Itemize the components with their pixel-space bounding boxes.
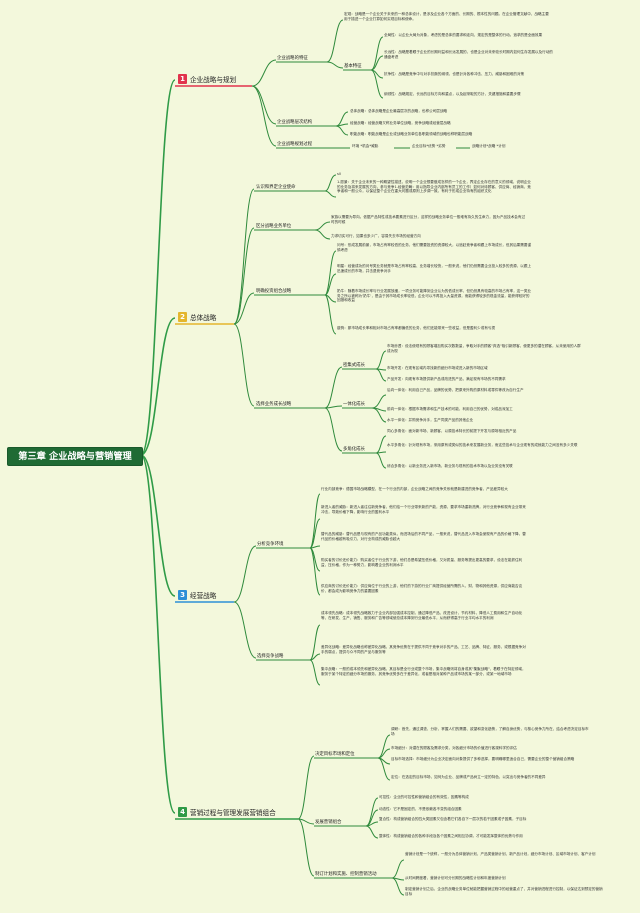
b1-level-corporate: 总体战略：总体战略是企业最高层次的战略，也称公司层战略 bbox=[350, 109, 448, 113]
b2-portfolio-question-mark: 问号：形成发展前景，市场占有率较低的业务，他们需要投资的资源较大，以追赶竞争者和… bbox=[337, 243, 532, 252]
b4-target-market-selection: 目标市场选择：市场细分为企业决定面向对象提供了多种选择，要明确哪里适合自己，需要… bbox=[391, 757, 575, 761]
b1-levels-node[interactable]: 企业战略层次结构 bbox=[277, 120, 313, 125]
b2-portfolio-node[interactable]: 明确投资组合战略 bbox=[256, 289, 292, 294]
b2-horizontal-integration: 水平一体化：并购竞争对手，生产同类产品的其他企业 bbox=[387, 418, 474, 422]
b3-substitutes: 替代品的威胁：替代品是与现有的产品功能类似，而进场后的不同产品，一般来说，替代品… bbox=[321, 532, 526, 541]
b3-supplier-power: 供应商的讨价还价能力：供应商位于行业的上游，他们的下游的行业厂商提供经营所需的人… bbox=[321, 584, 523, 593]
b3-strategy-node[interactable]: 选择竞争战略 bbox=[257, 654, 284, 659]
branch-2-node[interactable]: 2 总体战略 bbox=[178, 312, 216, 322]
b2-conglomerate-diversification: 综合多角化：以新业务进入新市场，新业务与现有的技术市场以及业务没有关联 bbox=[387, 464, 513, 468]
b1-feature-global: 全局性：以企业大局为对象，考虑的是总体的要求和走向，规定的是整体的行动。追求的是… bbox=[384, 33, 543, 37]
root-node[interactable]: 第三章 企业战略与营销管理 bbox=[7, 447, 143, 466]
b2-mission-note: sll bbox=[337, 172, 341, 176]
b2-portfolio-dog: 瘦狗：那市场成长率和相对市场占有率都偏低的业务，他们还能带来一些收益，但是盈利少… bbox=[337, 326, 496, 330]
b4-segmentation: 市场细分：对潜在的顾客及需求分类，对各细分市场的价值进行客观科学的评估 bbox=[391, 746, 517, 750]
b1-feature-competitive: 抗争性：战略是竞争中与对手抗衡的纲领，也是针对各种冲击、压力、威胁和困难的对策 bbox=[384, 72, 525, 76]
b2-integration-node[interactable]: 一体化成长 bbox=[343, 402, 365, 407]
b4-targeting-node[interactable]: 决定目标市场和定位 bbox=[315, 752, 355, 757]
b1-level-functional: 职能战略：职能战略是企业或战略业务单位各职能领域的战略也称职能层战略 bbox=[350, 132, 473, 136]
b2-portfolio-cash-cow: 奶牛：随着市场成长率与行业发展放缓，一项业务可能降到企业认为的低成长率，但仍然具… bbox=[337, 289, 532, 303]
b2-horizontal-diversification: 水平多角化：针对现有市场，采用原有或类似的技术来发展新业务，而这些技术与企业现有… bbox=[387, 443, 578, 447]
b4-positioning: 定位：在选定的目标市场，如何为企业、品牌或产品树立一定的特色，以突出与竞争者的不… bbox=[391, 775, 546, 779]
b1-features-node[interactable]: 企业战略的特征 bbox=[277, 56, 308, 61]
b2-sbu-demand-oriented: 家族以需要为导向。依据产品特性或技术要素进行区分，这样的战略业务单位一般难有持久… bbox=[331, 215, 526, 224]
b4-mix-compound: 复合性：构成营销组合的四大类因素又包含着它们各自下一层次的若干因素或子因素，子目… bbox=[379, 817, 527, 821]
b4-plan-control: 制定营销计划之后，企业的战略业务单位就能把握营销过程中的经营重点了，并对营销进程… bbox=[405, 887, 603, 896]
b2-portfolio-star: 明星：经营成功的问号类业务就是市场占有率较高、业务增长较快，一般来说，他们仍然需… bbox=[337, 264, 532, 273]
b2-concentric-diversification: 同心多角化：面对新市场、新顾客，以原技术特长的前提下开发与原场相近的产品 bbox=[387, 429, 517, 433]
branch-4-number: 4 bbox=[178, 807, 187, 817]
b4-mix-controllable: 可控性：企业的可控性和营销组合的有效性，因素等构成 bbox=[379, 795, 469, 799]
b2-diversification-node[interactable]: 多角化成长 bbox=[343, 447, 365, 452]
branch-2-label: 总体战略 bbox=[190, 314, 217, 322]
b1-planning-step-1: 环境 *机会*威胁 bbox=[352, 144, 379, 148]
b1-feature-longterm: 长远性：战略是着眼于企业的长期利益和长远发展的，也是企业对未来较长时期内如何生存… bbox=[384, 50, 553, 59]
b4-mix-dynamic: 动态性：它不是固定的，不是依赖各不变的组合因素 bbox=[379, 807, 462, 811]
b3-new-entrants: 新进入者的威胁：新进入者往往新竞争者，他们给一个行业带来新的产能，资源，要求市场… bbox=[321, 505, 526, 514]
branch-3-node[interactable]: 3 经营战略 bbox=[178, 590, 216, 600]
branch-4-label: 营销过程与管理发展营销组合 bbox=[190, 809, 276, 817]
branch-2-number: 2 bbox=[178, 312, 187, 322]
branch-1-label: 企业战略与规划 bbox=[190, 76, 237, 84]
b2-market-penetration: 市场渗透：设法使现有的顾客增加购买次数数量，争取对手的顾客"弃选"吸引新顾客，使… bbox=[387, 344, 581, 353]
b2-intensive-growth-node[interactable]: 密集式成长 bbox=[343, 363, 365, 368]
branch-3-number: 3 bbox=[178, 590, 187, 600]
b1-features-definition: 宏观：战略是一个企业关于未来的一种总体设计，是涉及企业各个方面的、长期的、根本性… bbox=[344, 12, 549, 21]
b2-sbu-node[interactable]: 区分战略业务单位 bbox=[256, 224, 292, 229]
b4-plan-types: 营销计划是一个统称，一般分为总体营销计划，产品类营销计划、新产品计划，细分市场计… bbox=[405, 852, 596, 856]
b2-mission-node[interactable]: 认识和界定企业使命 bbox=[256, 185, 296, 190]
branch-1-node[interactable]: 1 企业战略与规划 bbox=[178, 74, 236, 84]
b4-research: 调研：首先，通过调查、分析，掌握人们的需要、欲望和变化趋势，了解自身优势，与核心… bbox=[391, 727, 589, 736]
b1-feature-guiding: 纲领性：战略规定，长远的目标方向和重点，以及起采取的方针，关键措施和重要步骤 bbox=[384, 92, 521, 96]
branch-4-node[interactable]: 4 营销过程与管理发展营销组合 bbox=[178, 807, 276, 817]
b1-basic-features-node[interactable]: 基本特征 bbox=[344, 64, 362, 69]
b3-environment-node[interactable]: 分析竞争环境 bbox=[257, 542, 284, 547]
b3-focus: 集中战略：一般的成本领先和差异化战略，其目标是全行业或整个市场，集中战略则将自身… bbox=[321, 667, 526, 676]
b2-growth-node[interactable]: 选择业务成长战略 bbox=[256, 402, 292, 407]
b3-cost-leadership: 成本领先战略：成本领先战略致力于企业内部加强成本控制，通过降低产品、改进设计，节… bbox=[321, 611, 523, 620]
b2-forward-integration: 前向一体化：根据市场需求和生产技术的可能，利用自己的优势，对成品深加工 bbox=[387, 407, 513, 411]
b1-planning-step-2: 企业目标*优势 *劣势 bbox=[412, 144, 446, 148]
b3-industry-rivalry: 行业内部竞争：德国市场战略模型，在一个行业的内部，企业战略之间的竞争关系就是新建… bbox=[321, 487, 508, 491]
b4-plan-timespan: 从时间跨度看，营销计划可分长期的战略性计划和年度营销计划 bbox=[405, 876, 506, 880]
b3-buyer-power: 购买者的讨价还价能力：购买者位于行业的下游，他们总是希望压低价格，又对质量、服务… bbox=[321, 558, 523, 567]
b2-market-development: 市场开发：在现有区域内寻找新的细分市场或进入新的市场区域 bbox=[387, 366, 488, 370]
b2-product-development: 产品开发：向现有市场提供新产品或改进的产品，满足现有市场的不同需求 bbox=[387, 377, 506, 381]
b1-planning-step-3: 战略计划*战略 *计划 bbox=[472, 144, 506, 148]
b4-mix-node[interactable]: 发展营销组合 bbox=[315, 820, 342, 825]
b3-differentiation: 差异化战略：差异化战略也称差异化战略，其竞争优势在于提供不同于竞争对手的产品、工… bbox=[321, 645, 526, 654]
b2-backward-integration: 后向一体化：利用自己产品，品牌的优势，把原来外购的原材料或零件等改为自行生产 bbox=[387, 388, 524, 392]
b4-control-node[interactable]: 制订计划和实施、控制营销活动 bbox=[315, 872, 377, 877]
b1-level-business: 经营战略：经营战略又称业务单位战略，竞争战略或经营层战略 bbox=[350, 121, 451, 125]
b2-sbu-feasible: 力求切实可行，如果也多少广，容易失去市场的经营方向 bbox=[331, 234, 421, 238]
b4-mix-integral: 整体性：构成营销组合的各种手段及各个因素之间相互协调，才可能发挥整体的优势与作用 bbox=[379, 834, 523, 838]
b2-mission-vision: 1.愿景：关于企业未来的一种期望性描述，说明一个企业想要做成怎样的一个企业，界定… bbox=[337, 180, 531, 194]
b1-planning-node[interactable]: 企业战略规划过程 bbox=[277, 142, 313, 147]
branch-3-label: 经营战略 bbox=[190, 592, 217, 600]
branch-1-number: 1 bbox=[178, 74, 187, 84]
